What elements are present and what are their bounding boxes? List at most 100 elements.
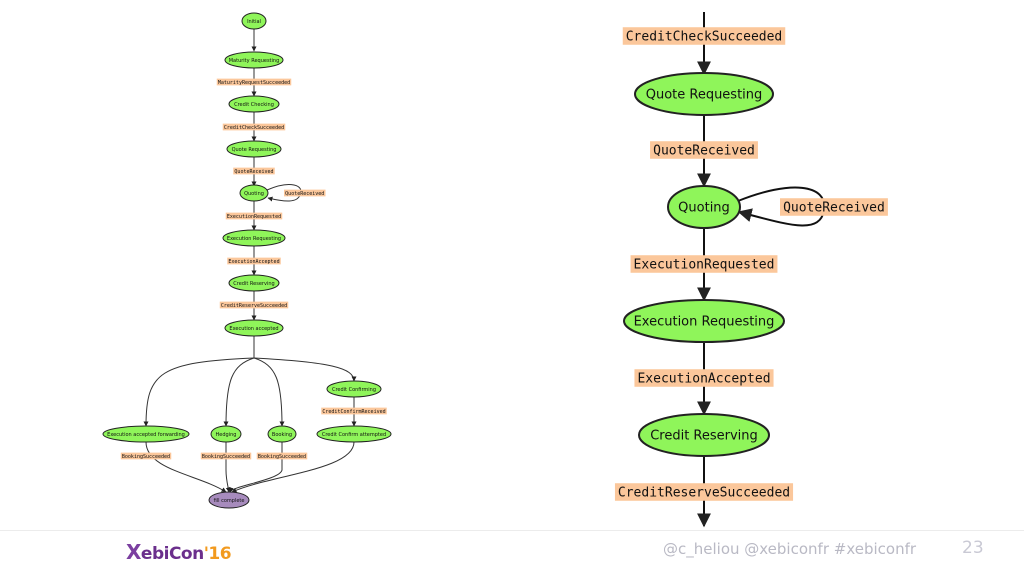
event-label-text: QuoteReceived [653,144,755,159]
edge [143,357,255,427]
state-ellipse [224,319,284,337]
state-ellipse [224,51,284,69]
state-ellipse [210,425,242,443]
event-label-credit-reserve-succeeded: CreditReserveSucceeded [219,301,289,309]
event-label-bg [630,255,778,273]
event-label-text: QuoteReceived [285,191,324,197]
state-ellipse [102,425,190,443]
event-label-text: ExecutionRequested [634,258,775,273]
event-label-bg [227,257,281,265]
state-label: Initial [247,19,261,25]
state-node-complete: fill complete [208,491,250,509]
footer-divider [0,530,1024,531]
state-label: Credit Confirming [332,387,376,393]
event-label-bg [650,141,758,159]
state-label: Execution Requesting [634,315,775,330]
state-ellipse [634,72,774,116]
event-label-booking-succeeded-2: BookingSucceeded [200,452,252,460]
state-label: Credit Confirm attempted [322,432,386,438]
state-node-quote-requesting: Quote Requesting [226,140,282,158]
social-handles: @c_heliou @xebiconfr #xebiconfr [663,540,917,558]
left-labels: MaturityRequestSucceededCreditCheckSucce… [120,78,387,460]
event-label-credit-check-succeeded: CreditCheckSucceeded [622,27,786,45]
event-label-quote-received: QuoteReceived [233,167,275,175]
state-node-execution-accepted-forwarding: Execution accepted forwarding [102,425,190,443]
edge [223,357,255,427]
event-label-bg [222,123,286,131]
state-label: fill complete [214,498,245,504]
event-label-text: ExecutionAccepted [228,259,279,265]
state-node-initial: Initial [241,12,267,30]
state-label: Execution Requesting [227,236,281,242]
page-number: 23 [962,538,984,558]
state-label: Execution accepted [229,326,278,332]
state-ellipse [326,380,382,398]
state-label: Hedging [216,432,237,438]
event-label-text: CreditReserveSucceeded [221,303,287,309]
event-label-bg [216,78,292,86]
state-ellipse [208,491,250,509]
event-label-text: QuoteReceived [783,201,885,216]
state-ellipse [222,229,286,247]
state-node-quoting: Quoting [239,184,269,202]
state-label: Credit Checking [234,102,274,108]
event-label-bg [219,301,289,309]
state-node-execution-accepted: Execution accepted [224,319,284,337]
state-node-quoting: Quoting [667,185,741,229]
event-label-booking-succeeded-1: BookingSucceeded [120,452,172,460]
xebicon-logo: XebiCon'16 [126,540,232,564]
state-node-credit-confirm-attempted: Credit Confirm attempted [316,425,392,443]
state-label: Execution accepted forwarding [107,432,185,438]
event-label-quote-received-loop: QuoteReceived [284,189,326,197]
event-label-execution-accepted: ExecutionAccepted [634,369,774,387]
state-label: Maturity Requesting [229,58,280,64]
event-label-booking-succeeded-3: BookingSucceeded [256,452,308,460]
edge [253,357,357,382]
state-node-booking: Booking [267,425,297,443]
event-label-quote-received: QuoteReceived [650,141,758,159]
event-label-text: BookingSucceeded [122,454,170,460]
event-label-bg [634,369,774,387]
state-node-credit-reserving: Credit Reserving [638,413,770,457]
event-label-text: BookingSucceeded [258,454,306,460]
state-ellipse [226,140,282,158]
state-ellipse [228,95,280,113]
event-label-bg [233,167,275,175]
event-label-execution-requested: ExecutionRequested [630,255,778,273]
state-label: Booking [272,432,292,438]
edge [145,441,227,493]
state-node-quote-requesting: Quote Requesting [634,72,774,116]
state-ellipse [667,185,741,229]
state-ellipse [316,425,392,443]
event-label-text: MaturityRequestSucceeded [218,80,290,86]
event-label-text: CreditCheckSucceeded [224,125,284,131]
event-label-execution-accepted: ExecutionAccepted [227,257,281,265]
event-label-bg [780,198,888,216]
event-label-bg [225,212,283,220]
edge [231,441,355,493]
state-label: Credit Reserving [650,429,758,444]
event-label-credit-reserve-succeeded: CreditReserveSucceeded [614,483,794,501]
state-node-credit-reserving: Credit Reserving [228,274,280,292]
event-label-bg [284,189,326,197]
event-label-text: CreditReserveSucceeded [618,486,790,501]
state-node-credit-checking: Credit Checking [228,95,280,113]
edge [253,357,285,427]
event-label-execution-requested: ExecutionRequested [225,212,283,220]
state-ellipse [239,184,269,202]
edge [225,442,231,493]
state-node-hedging: Hedging [210,425,242,443]
state-ellipse [638,413,770,457]
event-label-bg [321,407,387,415]
state-node-execution-requesting: Execution Requesting [222,229,286,247]
event-label-credit-confirm-received: CreditConfirmReceived [321,407,387,415]
state-label: Quoting [678,201,730,216]
event-label-bg [256,452,308,460]
state-ellipse [623,299,785,343]
state-label: Quote Requesting [232,147,277,153]
state-node-execution-requesting: Execution Requesting [623,299,785,343]
state-node-maturity-requesting: Maturity Requesting [224,51,284,69]
